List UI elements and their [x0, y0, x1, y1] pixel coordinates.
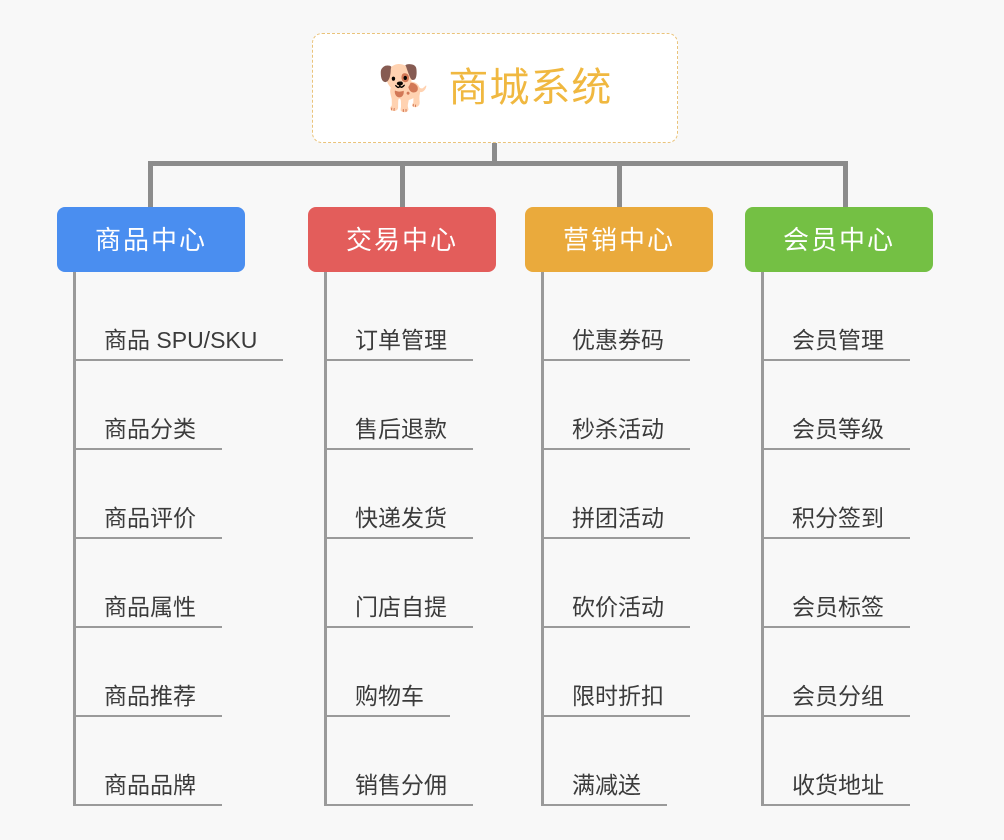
leaf-label: 订单管理	[355, 326, 447, 353]
branch-column-2: 交易中心 订单管理 售后退款 快递发货 门店自提 购物车 销售分佣	[308, 207, 496, 806]
leaf-label: 优惠券码	[572, 326, 664, 353]
leaf-underline: 商品分类	[76, 415, 222, 450]
leaf-underline: 会员管理	[764, 326, 910, 361]
leaf-underline: 会员等级	[764, 415, 910, 450]
category-header-3[interactable]: 营销中心	[525, 207, 713, 272]
leaf-label: 限时折扣	[572, 682, 664, 709]
leaf-underline: 会员标签	[764, 593, 910, 628]
leaf-underline: 会员分组	[764, 682, 910, 717]
list-item[interactable]: 购物车	[327, 628, 496, 717]
connector-drop-4	[843, 161, 848, 208]
branch-column-1: 商品中心 商品 SPU/SKU 商品分类 商品评价 商品属性 商品推荐 商品品牌	[57, 207, 284, 806]
shiba-dog-icon: 🐕	[377, 64, 433, 113]
list-item[interactable]: 门店自提	[327, 539, 496, 628]
leaf-label: 商品推荐	[104, 682, 196, 709]
leaf-label: 满减送	[572, 771, 641, 798]
category-header-2[interactable]: 交易中心	[308, 207, 496, 272]
category-header-1[interactable]: 商品中心	[57, 207, 245, 272]
leaf-underline: 门店自提	[327, 593, 473, 628]
connector-drop-2	[400, 161, 405, 208]
leaf-list-1: 商品 SPU/SKU 商品分类 商品评价 商品属性 商品推荐 商品品牌	[73, 272, 284, 806]
list-item[interactable]: 积分签到	[764, 450, 933, 539]
list-item[interactable]: 拼团活动	[544, 450, 713, 539]
leaf-underline: 商品 SPU/SKU	[76, 326, 284, 361]
connector-stem	[492, 143, 497, 165]
leaf-underline: 商品评价	[76, 504, 222, 539]
leaf-label: 快递发货	[355, 504, 447, 531]
category-header-4[interactable]: 会员中心	[745, 207, 933, 272]
leaf-label: 会员等级	[792, 415, 884, 442]
list-item[interactable]: 满减送	[544, 717, 713, 806]
category-header-3-label: 营销中心	[562, 224, 675, 255]
leaf-label: 砍价活动	[572, 593, 664, 620]
leaf-label: 商品分类	[104, 415, 196, 442]
list-item[interactable]: 商品分类	[76, 361, 283, 450]
leaf-label: 商品 SPU/SKU	[104, 326, 258, 353]
leaf-underline: 满减送	[544, 771, 667, 806]
leaf-underline: 优惠券码	[544, 326, 690, 361]
leaf-list-4: 会员管理 会员等级 积分签到 会员标签 会员分组 收货地址	[761, 272, 933, 806]
list-item[interactable]: 限时折扣	[544, 628, 713, 717]
list-item[interactable]: 会员标签	[764, 539, 933, 628]
leaf-underline: 快递发货	[327, 504, 473, 539]
list-item[interactable]: 砍价活动	[544, 539, 713, 628]
leaf-underline: 商品推荐	[76, 682, 222, 717]
list-item[interactable]: 商品评价	[76, 450, 283, 539]
leaf-underline: 购物车	[327, 682, 450, 717]
leaf-label: 销售分佣	[355, 771, 447, 798]
list-item[interactable]: 商品属性	[76, 539, 283, 628]
leaf-underline: 商品属性	[76, 593, 222, 628]
leaf-underline: 拼团活动	[544, 504, 690, 539]
list-item[interactable]: 会员管理	[764, 272, 933, 361]
category-header-1-label: 商品中心	[94, 224, 207, 255]
leaf-label: 收货地址	[792, 771, 884, 798]
root-node-label: 商城系统	[448, 66, 613, 110]
list-item[interactable]: 商品 SPU/SKU	[76, 272, 284, 361]
leaf-label: 会员管理	[792, 326, 884, 353]
leaf-label: 会员标签	[792, 593, 884, 620]
list-item[interactable]: 会员等级	[764, 361, 933, 450]
list-item[interactable]: 销售分佣	[327, 717, 496, 806]
list-item[interactable]: 售后退款	[327, 361, 496, 450]
leaf-label: 门店自提	[355, 593, 447, 620]
list-item[interactable]: 秒杀活动	[544, 361, 713, 450]
list-item[interactable]: 商品推荐	[76, 628, 283, 717]
leaf-underline: 限时折扣	[544, 682, 690, 717]
leaf-label: 拼团活动	[572, 504, 664, 531]
leaf-label: 积分签到	[792, 504, 884, 531]
leaf-label: 售后退款	[355, 415, 447, 442]
branch-column-4: 会员中心 会员管理 会员等级 积分签到 会员标签 会员分组 收货地址	[745, 207, 933, 806]
category-header-4-label: 会员中心	[782, 224, 895, 255]
list-item[interactable]: 订单管理	[327, 272, 496, 361]
connector-horizontal-bar	[148, 161, 848, 166]
leaf-list-3: 优惠券码 秒杀活动 拼团活动 砍价活动 限时折扣 满减送	[541, 272, 713, 806]
list-item[interactable]: 快递发货	[327, 450, 496, 539]
leaf-underline: 销售分佣	[327, 771, 473, 806]
leaf-label: 商品品牌	[104, 771, 196, 798]
leaf-underline: 售后退款	[327, 415, 473, 450]
branch-column-3: 营销中心 优惠券码 秒杀活动 拼团活动 砍价活动 限时折扣 满减送	[525, 207, 713, 806]
leaf-underline: 砍价活动	[544, 593, 690, 628]
leaf-underline: 收货地址	[764, 771, 910, 806]
connector-drop-3	[617, 161, 622, 208]
root-node[interactable]: 🐕 商城系统	[312, 33, 678, 143]
leaf-underline: 秒杀活动	[544, 415, 690, 450]
leaf-label: 商品属性	[104, 593, 196, 620]
leaf-label: 秒杀活动	[572, 415, 664, 442]
leaf-label: 会员分组	[792, 682, 884, 709]
leaf-underline: 积分签到	[764, 504, 910, 539]
list-item[interactable]: 优惠券码	[544, 272, 713, 361]
leaf-label: 商品评价	[104, 504, 196, 531]
leaf-underline: 订单管理	[327, 326, 473, 361]
leaf-label: 购物车	[355, 682, 424, 709]
list-item[interactable]: 商品品牌	[76, 717, 283, 806]
list-item[interactable]: 会员分组	[764, 628, 933, 717]
leaf-list-2: 订单管理 售后退款 快递发货 门店自提 购物车 销售分佣	[324, 272, 496, 806]
leaf-underline: 商品品牌	[76, 771, 222, 806]
category-header-2-label: 交易中心	[345, 224, 458, 255]
connector-drop-1	[148, 161, 153, 208]
list-item[interactable]: 收货地址	[764, 717, 933, 806]
